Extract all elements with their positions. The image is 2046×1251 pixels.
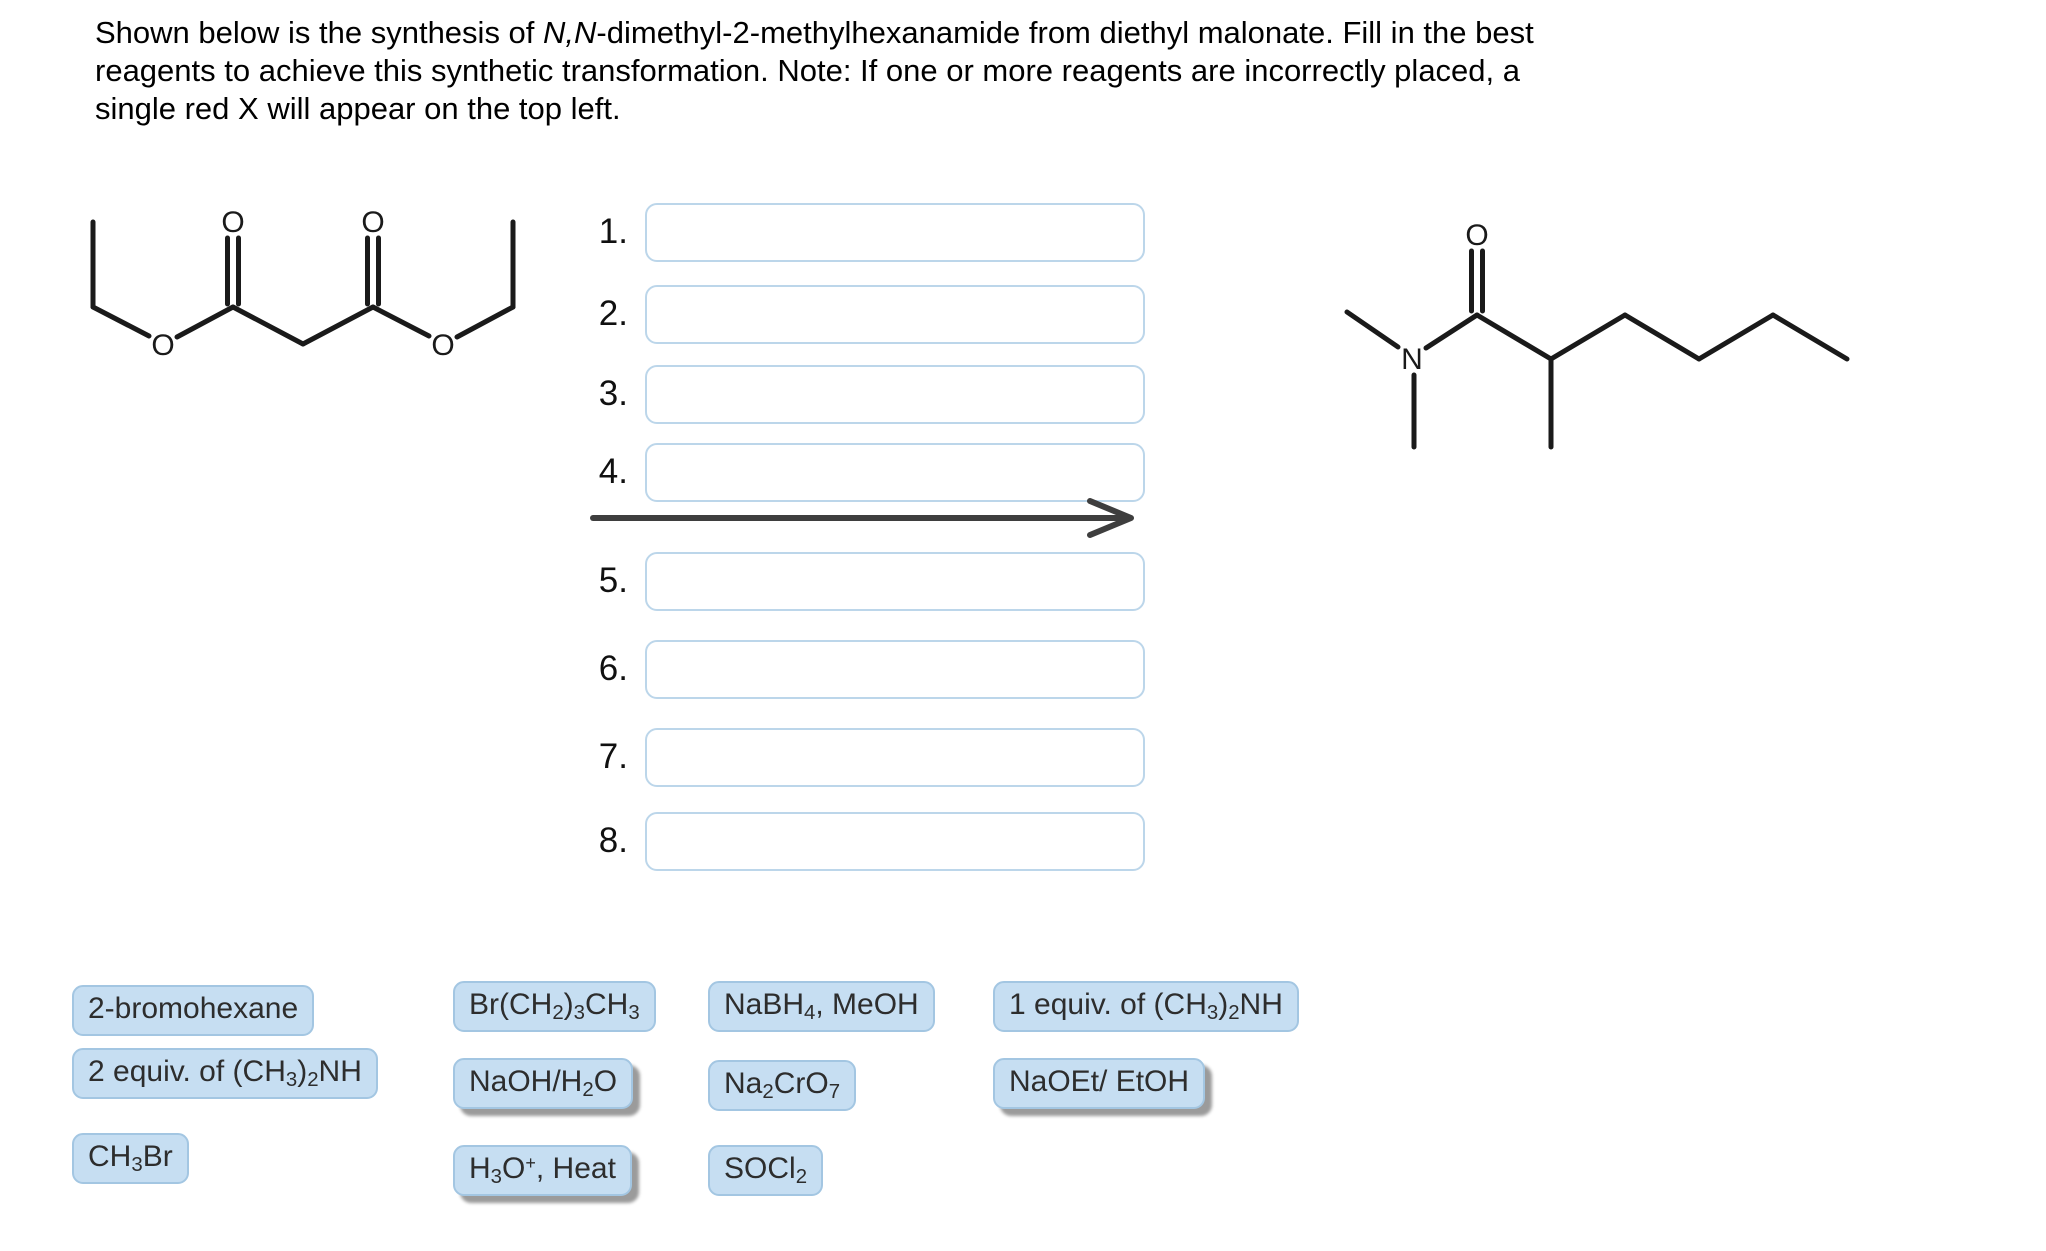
step-number-3: 3. <box>598 374 628 413</box>
step-number-1: 1. <box>598 212 628 251</box>
carbonyl-oxygen-label: O <box>221 206 244 239</box>
reagent-slot-4[interactable] <box>645 443 1145 502</box>
ester-oxygen-label: O <box>431 329 454 362</box>
carbonyl-oxygen-label: O <box>361 206 384 239</box>
amide-nitrogen-label: N <box>1401 343 1423 376</box>
reagent-slot-7[interactable] <box>645 728 1145 787</box>
step-number-7: 7. <box>598 737 628 776</box>
reagent-chip-na2cro7[interactable]: Na2CrO7 <box>708 1060 857 1111</box>
reagent-slot-2[interactable] <box>645 285 1145 344</box>
reagent-chip-1-equiv-dimethylamine[interactable]: 1 equiv. of (CH3)2NH <box>993 981 1299 1032</box>
reagent-chip-h3o-heat[interactable]: H3O+, Heat <box>453 1145 632 1196</box>
step-number-6: 6. <box>598 649 628 688</box>
reagent-slot-3[interactable] <box>645 365 1145 424</box>
reagent-slot-8[interactable] <box>645 812 1145 871</box>
step-number-8: 8. <box>598 821 628 860</box>
reagent-chip-naoh-h2o[interactable]: NaOH/H2O <box>453 1058 634 1109</box>
reagent-slot-6[interactable] <box>645 640 1145 699</box>
reactant-structure: O O O O <box>90 206 516 362</box>
reagent-chip-ch3br[interactable]: CH3Br <box>72 1133 189 1184</box>
ester-oxygen-label: O <box>151 329 174 362</box>
step-number-5: 5. <box>598 561 628 600</box>
carbonyl-oxygen-label: O <box>1465 219 1488 252</box>
reagent-chip-2-equiv-dimethylamine[interactable]: 2 equiv. of (CH3)2NH <box>72 1048 378 1099</box>
reagent-chip-br-ch2-3-ch3[interactable]: Br(CH2)3CH3 <box>453 981 656 1032</box>
step-number-4: 4. <box>598 452 628 491</box>
product-structure: O N <box>1344 219 1850 450</box>
question-line: Shown below is the synthesis of N,N-dime… <box>95 15 1534 50</box>
reagent-chip-naoet-etoh[interactable]: NaOEt/ EtOH <box>993 1058 1206 1109</box>
reagent-slot-5[interactable] <box>645 552 1145 611</box>
reagent-chip-nabh4-meoh[interactable]: NaBH4, MeOH <box>708 981 935 1032</box>
reagent-chip-socl2[interactable]: SOCl2 <box>708 1145 824 1196</box>
reaction-arrow-icon <box>590 498 1134 538</box>
question-text: Shown below is the synthesis of N,N-dime… <box>95 14 1534 128</box>
step-number-2: 2. <box>598 294 628 333</box>
reagent-chip-2-bromohexane[interactable]: 2-bromohexane <box>72 985 315 1036</box>
reagent-slot-1[interactable] <box>645 203 1145 262</box>
question-line: reagents to achieve this synthetic trans… <box>95 53 1521 88</box>
question-line: single red X will appear on the top left… <box>95 91 621 126</box>
